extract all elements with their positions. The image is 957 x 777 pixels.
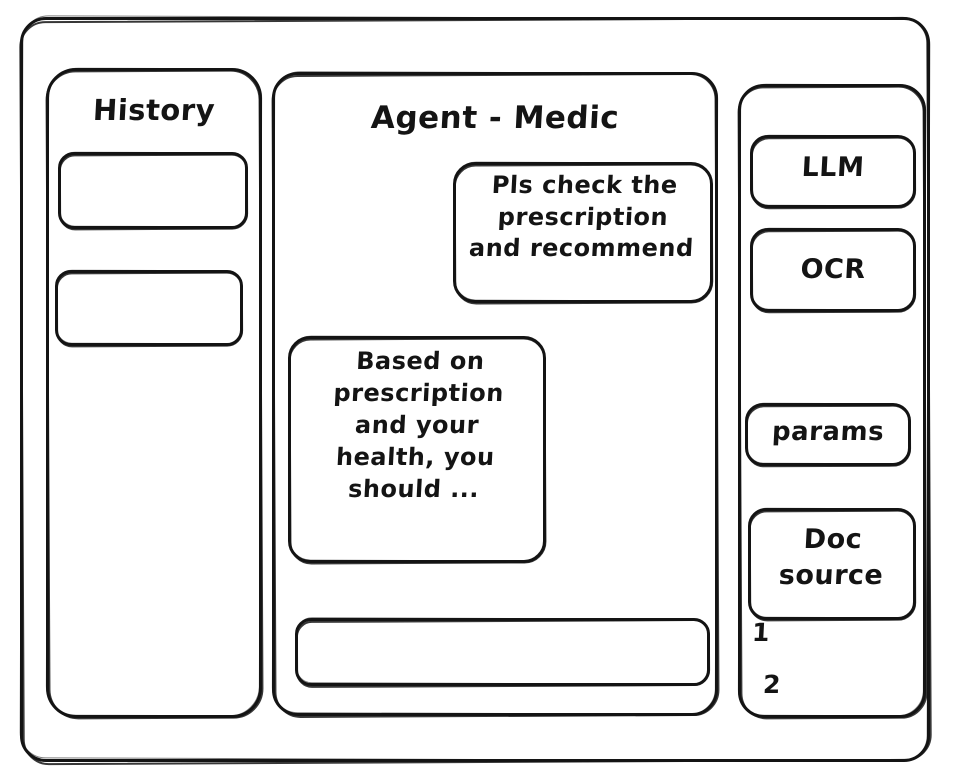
agent-main-panel bbox=[272, 72, 718, 716]
doc-source-index-2[interactable]: 2 bbox=[762, 670, 782, 699]
agent-title: Agent - Medic bbox=[370, 100, 621, 136]
tool-label-params: params bbox=[771, 417, 885, 447]
tool-button-llm[interactable] bbox=[750, 135, 916, 208]
tool-label-ocr: OCR bbox=[799, 254, 867, 285]
tool-label-llm: LLM bbox=[800, 152, 866, 183]
history-list-item[interactable] bbox=[58, 152, 248, 229]
tool-button-doc-source[interactable] bbox=[748, 508, 916, 620]
tools-sidebar bbox=[738, 84, 926, 718]
tool-button-ocr[interactable] bbox=[750, 228, 916, 312]
app-window-frame bbox=[20, 17, 930, 762]
tool-label-doc-source: Doc source bbox=[778, 524, 885, 592]
doc-source-index-1[interactable]: 1 bbox=[751, 618, 771, 647]
user-message-bubble bbox=[453, 162, 713, 303]
tool-button-params[interactable] bbox=[745, 403, 911, 466]
history-title: History bbox=[92, 93, 216, 127]
assistant-message-bubble bbox=[288, 336, 546, 563]
user-message-text: Pls check the prescription and recommend bbox=[468, 171, 695, 263]
assistant-message-text: Based on prescription and your health, y… bbox=[332, 347, 505, 503]
history-list-item[interactable] bbox=[55, 270, 243, 346]
message-input[interactable] bbox=[295, 618, 710, 686]
history-sidebar bbox=[46, 68, 262, 718]
